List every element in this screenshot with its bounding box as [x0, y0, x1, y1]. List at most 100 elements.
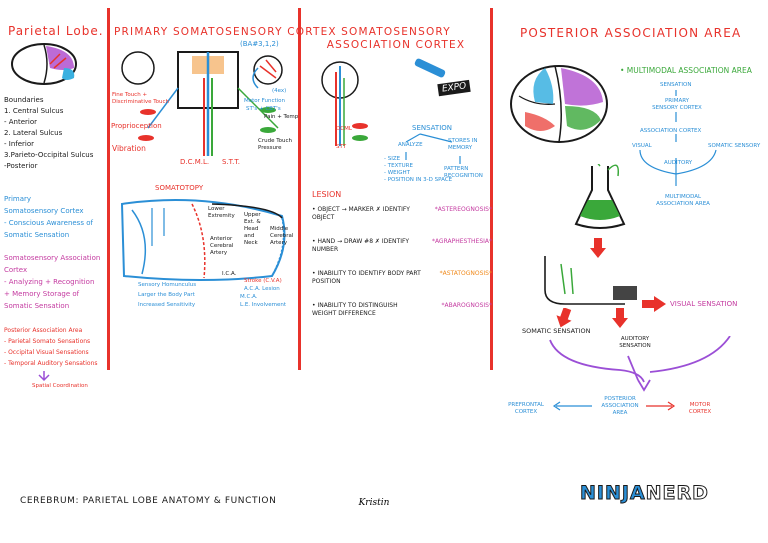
red-arrow-right: [642, 296, 666, 312]
list-item: Primary: [4, 195, 32, 203]
col1-title: Parietal Lobe.: [8, 24, 104, 38]
list-item: - Occipital Visual Sensations: [4, 349, 89, 356]
red-arrow-down-1: [590, 238, 606, 258]
lesion-item: • Inability to Distinguish Weight Differ…: [312, 302, 492, 318]
expo-marker-icon: [413, 57, 447, 79]
col3-sensation: Sensation: [412, 124, 453, 132]
somatotopy-title: Somatotopy: [155, 184, 204, 192]
flask-illustration: [574, 164, 626, 229]
brain-sketch-icon: [11, 43, 77, 85]
col4-multimodal: • Multimodal Association Area: [620, 66, 752, 75]
expo-text: EXPO: [441, 81, 467, 95]
lesion-tag: *Astatognosis*: [439, 270, 492, 277]
footer-caption: Cerebrum: Parietal Lobe Anatomy & Functi…: [20, 496, 277, 506]
vibration-label: Vibration: [112, 144, 146, 153]
signature-text: Kristin: [358, 498, 390, 508]
legend-body-part: Larger the Body Part: [138, 292, 195, 298]
visual-sensation-label: Visual Sensation: [670, 300, 738, 308]
list-item: Posterior Association Area: [4, 327, 83, 334]
stt-label: S.T.T.: [222, 158, 241, 166]
list-item: - Position in 3-D Space: [384, 177, 453, 183]
col3-dcml: DCML: [336, 126, 352, 132]
lesion-item: • Hand → Draw #8 ✗ Identify Number*Agrap…: [312, 238, 492, 254]
list-item: - Conscious Awareness of: [4, 219, 93, 227]
purple-converge-arrows: [549, 336, 731, 392]
lesion-tag: *Agraphesthesia*: [431, 238, 492, 245]
list-item: Somatic Sensation: [4, 231, 70, 239]
spatial-coordination: Spatial Coordination: [32, 383, 88, 389]
col3-arrows: [405, 133, 461, 164]
ex-label: (4ex): [272, 88, 287, 94]
list-item: - Size: [384, 156, 401, 162]
lesion-text: • Object → Marker ✗ Identify Object: [312, 206, 410, 221]
motor-function-label: Motor Function: [244, 98, 286, 104]
col3-attributes-list: - Size- Texture- Weight- Position in 3-D…: [384, 156, 452, 184]
posterior-brain-diagram: [510, 65, 608, 143]
divider-2: [298, 8, 301, 370]
list-item: 1. Central Sulcus: [4, 107, 64, 115]
list-item: - Weight: [384, 170, 411, 176]
list-item: Somatosensory Cortex: [4, 207, 84, 215]
ica-label: I.C.A.: [222, 271, 237, 277]
list-item: Somatosensory Association: [4, 254, 101, 262]
list-item: Somatic Sensation: [4, 302, 70, 310]
list-item: - Parietal Somato Sensations: [4, 338, 91, 345]
somatic-sensation-label: Somatic Sensation: [522, 327, 591, 335]
col3-stores: Stores in Memory: [448, 138, 478, 151]
list-item: 2. Lateral Sulcus: [4, 129, 63, 137]
lesion-heading: Lesion: [312, 190, 342, 199]
auditory-sensation-label: Auditory Sensation: [619, 336, 651, 349]
ba-label: (BA#3,1,2): [240, 40, 279, 48]
motor-cortex-label: Motor Cortex: [688, 402, 712, 415]
legend-sensitivity: Increased Sensitivity: [138, 302, 196, 308]
spinal-tracts-diagram: [121, 51, 283, 156]
divider-3: [490, 8, 493, 370]
dcml-label: D.C.M.L.: [180, 158, 210, 166]
list-item: + Memory Storage of: [4, 290, 80, 298]
col3-stt: STT: [336, 144, 347, 150]
col4-visual: Visual: [632, 143, 652, 149]
middle-cerebral-label: Middle Cerebral Artery: [270, 226, 294, 246]
col4-sensory-arrows: [639, 90, 717, 186]
col4-association: Association Cortex: [640, 128, 702, 134]
boundaries-heading: Boundaries: [4, 96, 44, 104]
anterior-cerebral-label: Anterior Cerebral Artery: [210, 236, 234, 256]
col4-title: Posterior Association Area: [520, 26, 742, 40]
logo-nerd: NERD: [645, 482, 709, 505]
prefrontal-label: Prefrontal Cortex: [508, 402, 544, 415]
output-arrows: [552, 401, 676, 411]
lesion-item: • Object → Marker ✗ Identify Object*Aste…: [312, 206, 492, 222]
col4-primary: Primary Sensory Cortex: [652, 98, 702, 111]
foot-illustration: [544, 256, 637, 305]
list-item: - Temporal Auditory Sensations: [4, 360, 98, 367]
col4-sensation: Sensation: [660, 82, 692, 88]
list-item: 3.Parieto-Occipital Sulcus: [4, 151, 94, 159]
lesion-list: • Object → Marker ✗ Identify Object*Aste…: [312, 206, 492, 334]
divider-1: [107, 8, 110, 370]
list-item: - Analyzing + Recognition: [4, 278, 95, 286]
stroke-label: Stroke (C.V.A): [244, 278, 282, 284]
col4-multimodal2: Multimodal Association Area: [656, 194, 710, 207]
purple-arrow-icon: [38, 371, 50, 382]
list-item: Cortex: [4, 266, 28, 274]
lesion-text: • Inability to Distinguish Weight Differ…: [312, 302, 398, 317]
lesion-tag: *Abarognosis*: [441, 302, 492, 309]
col3-title: Somatosensory Association Cortex: [326, 26, 466, 51]
col3-analyze: Analyze: [398, 142, 423, 148]
association-brain-diagram: [321, 61, 368, 146]
list-item: - Texture: [384, 163, 413, 169]
ninja-nerd-logo: NINJANERD: [580, 482, 709, 505]
homunculus-diagram: [120, 199, 286, 281]
upper-ext-label: Upper Ext. & Head and Neck: [244, 212, 261, 246]
crude-touch-label: Crude Touch Pressure: [258, 138, 292, 151]
proprioception-label: Proprioception: [111, 122, 162, 130]
legend-le: L.E. Involvement: [240, 302, 287, 308]
col4-auditory: Auditory: [664, 160, 693, 166]
red-arrow-down-3: [612, 308, 628, 328]
lesion-text: • Inability to Identify Body Part Positi…: [312, 270, 421, 285]
legend-aca: A.C.A. Lesion: [244, 286, 280, 292]
col4-somatic: Somatic Sensory: [708, 143, 761, 149]
